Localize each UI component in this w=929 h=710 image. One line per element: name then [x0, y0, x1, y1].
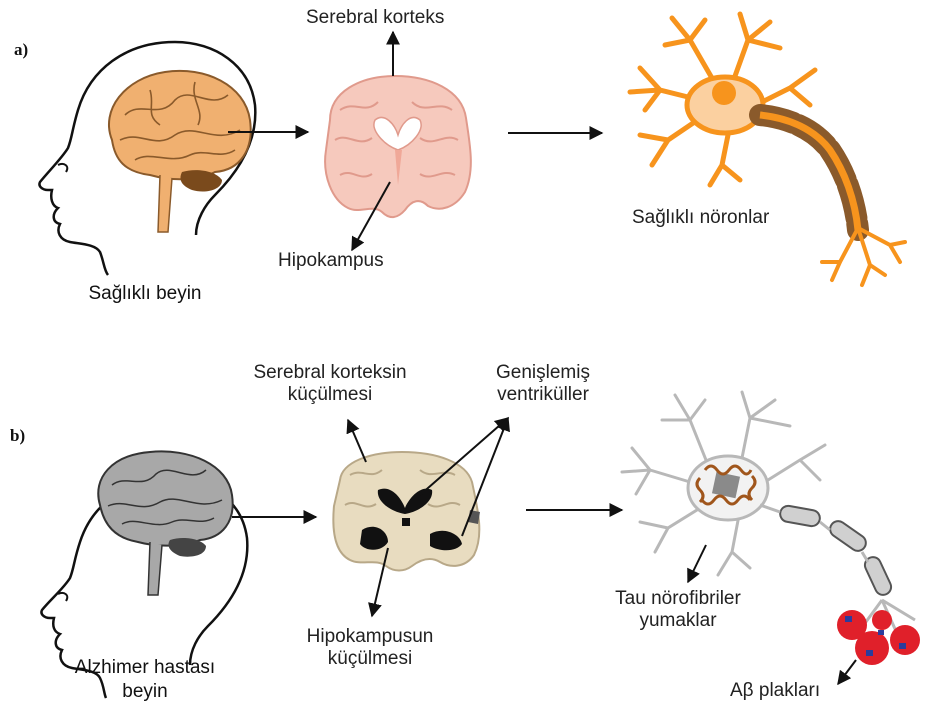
cortex-label-b: Serebral korteksin küçülmesi	[230, 362, 430, 406]
plaque-label: Aβ plakları	[730, 680, 820, 702]
alzheimer-coronal-section	[333, 452, 480, 571]
cortex-label-b-line2: küçülmesi	[230, 384, 430, 406]
panel-b-letter: b)	[10, 426, 25, 446]
panel-a-letter: a)	[14, 40, 28, 60]
tau-label-line2: yumaklar	[598, 610, 758, 632]
healthy-brain-caption: Sağlıklı beyin	[60, 282, 230, 306]
healthy-neuron-illustration	[630, 14, 905, 285]
arrow-to-cortex-label-b	[348, 420, 366, 462]
alzheimer-caption-line1: Alzhimer hastası	[50, 656, 240, 680]
ventricle-label-b-line2: ventriküller	[478, 384, 608, 406]
alzheimer-brain-illustration	[98, 451, 232, 595]
tau-label-line1: Tau nörofibriler	[598, 588, 758, 610]
hippocampus-label-b-line1: Hipokampusun	[290, 626, 450, 648]
tau-label: Tau nörofibriler yumaklar	[598, 588, 758, 632]
arrow-to-plaque-label	[838, 660, 856, 684]
ventricle-label-b-line1: Genişlemiş	[478, 362, 608, 384]
neuron-label-a: Sağlıklı nöronlar	[632, 207, 769, 229]
hippocampus-label-a: Hipokampus	[278, 250, 384, 272]
healthy-brain-illustration	[109, 71, 251, 232]
hippocampus-label-b: Hipokampusun küçülmesi	[290, 626, 450, 670]
alzheimer-brain-caption: Alzhimer hastası beyin	[50, 656, 240, 704]
arrow-to-tau-label	[688, 545, 706, 582]
amyloid-plaques	[837, 610, 920, 665]
hippocampus-label-b-line2: küçülmesi	[290, 648, 450, 670]
cortex-label-b-line1: Serebral korteksin	[230, 362, 430, 384]
alzheimer-caption-line2: beyin	[50, 680, 240, 704]
cortex-label-a: Serebral korteks	[306, 7, 444, 29]
healthy-coronal-section	[325, 76, 471, 217]
ventricle-label-b: Genişlemiş ventriküller	[478, 362, 608, 406]
